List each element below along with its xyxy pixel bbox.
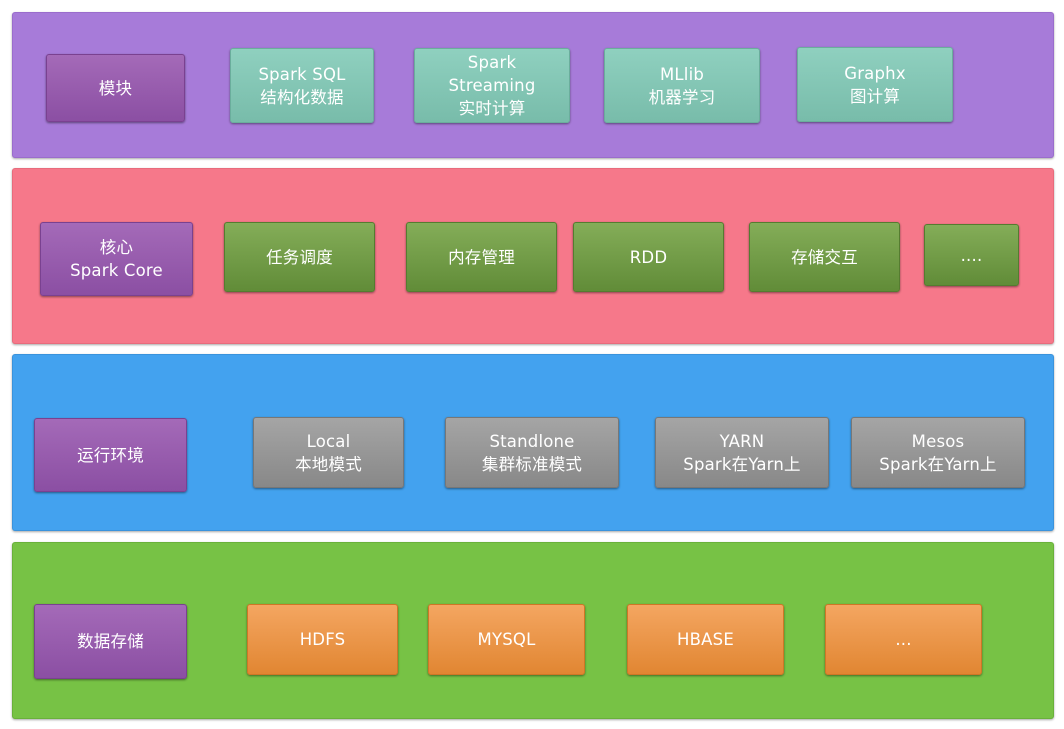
runtime-name: YARN [719, 431, 765, 451]
runtime-desc: Spark在Yarn上 [683, 454, 801, 474]
runtime-standalone-box: Standlone 集群标准模式 [445, 417, 619, 488]
runtime-label-box: 运行环境 [34, 418, 187, 492]
core-label-box: 核心 Spark Core [40, 222, 193, 296]
storage-label-box: 数据存储 [34, 604, 187, 679]
core-rdd-box: RDD [573, 222, 724, 292]
module-desc: 图计算 [849, 86, 901, 106]
module-desc: 结构化数据 [260, 87, 344, 107]
storage-hdfs-box: HDFS [247, 604, 398, 675]
module-name: MLlib [659, 64, 705, 84]
core-item-label: 存储交互 [791, 247, 858, 267]
storage-item-label: HBASE [677, 630, 734, 649]
module-spark-streaming-box: Spark Streaming 实时计算 [414, 48, 570, 123]
module-name-2: Streaming [448, 76, 536, 95]
core-item-label: .... [960, 245, 983, 265]
modules-label-box: 模块 [46, 54, 185, 122]
storage-item-label: ... [895, 630, 912, 649]
storage-item-label: HDFS [299, 630, 346, 649]
core-label-en: Spark Core [70, 261, 163, 280]
core-storage-interaction-box: 存储交互 [749, 222, 900, 292]
module-desc: 机器学习 [648, 87, 716, 107]
runtime-name: Mesos [911, 431, 965, 451]
runtime-name: Standlone [489, 431, 575, 451]
runtime-name: Local [306, 431, 351, 451]
runtime-mesos-box: Mesos Spark在Yarn上 [851, 417, 1025, 488]
storage-mysql-box: MYSQL [428, 604, 585, 675]
module-desc: 实时计算 [458, 99, 526, 118]
storage-more-box: ... [825, 604, 982, 675]
runtime-desc: 本地模式 [295, 454, 362, 474]
core-item-label: RDD [629, 247, 668, 267]
core-memory-management-box: 内存管理 [406, 222, 557, 292]
core-task-scheduling-box: 任务调度 [224, 222, 375, 292]
module-spark-sql-box: Spark SQL 结构化数据 [230, 48, 374, 123]
runtime-local-box: Local 本地模式 [253, 417, 404, 488]
runtime-desc: 集群标准模式 [481, 454, 583, 474]
module-mllib-box: MLlib 机器学习 [604, 48, 760, 123]
core-item-label: 任务调度 [266, 247, 333, 267]
module-name: Spark [467, 53, 517, 72]
module-name: Graphx [844, 63, 906, 83]
module-name: Spark SQL [258, 64, 346, 84]
core-more-box: .... [924, 224, 1019, 286]
core-item-label: 内存管理 [448, 247, 515, 267]
storage-item-label: MYSQL [477, 630, 536, 649]
module-graphx-box: Graphx 图计算 [797, 47, 953, 122]
runtime-label: 运行环境 [77, 445, 144, 465]
modules-label: 模块 [98, 78, 133, 98]
runtime-desc: Spark在Yarn上 [879, 454, 997, 474]
storage-hbase-box: HBASE [627, 604, 784, 675]
runtime-yarn-box: YARN Spark在Yarn上 [655, 417, 829, 488]
core-label-cn: 核心 [99, 238, 134, 257]
storage-label: 数据存储 [77, 632, 144, 651]
